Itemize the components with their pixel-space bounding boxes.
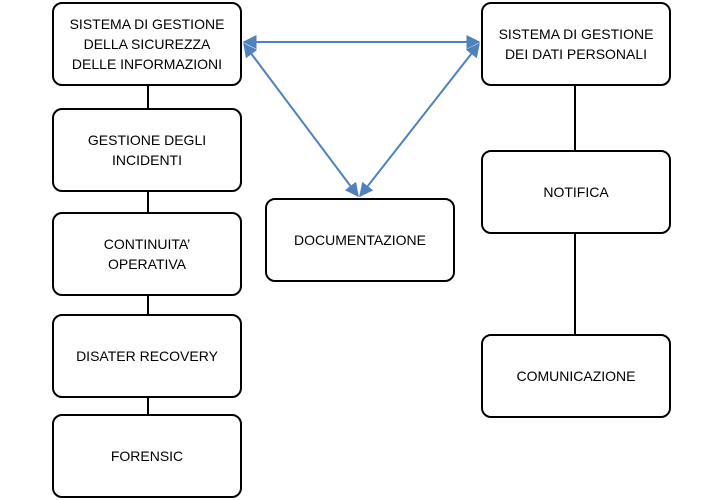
disaster-recovery-label: DISATER RECOVERY — [76, 347, 218, 364]
documentation-label: DOCUMENTAZIONE — [294, 231, 426, 248]
forensic-label: FORENSIC — [110, 447, 184, 464]
arrow-isms-documentation — [243, 42, 359, 198]
forensic-box: FORENSIC — [52, 414, 242, 498]
business-continuity-label: CONTINUITA’ OPERATIVA — [103, 235, 191, 272]
personal-data-management-label: SISTEMA DI GESTIONE DEI DATI PERSONALI — [498, 25, 654, 62]
communication-box: COMUNICAZIONE — [481, 334, 671, 418]
incident-management-box: GESTIONE DEGLI INCIDENTI — [52, 108, 242, 192]
isms-box: SISTEMA DI GESTIONE DELLA SICUREZZA DELL… — [52, 2, 242, 86]
isms-label: SISTEMA DI GESTIONE DELLA SICUREZZA DELL… — [69, 15, 225, 73]
disaster-recovery-box: DISATER RECOVERY — [52, 314, 242, 398]
notification-label: NOTIFICA — [543, 183, 609, 200]
incident-management-label: GESTIONE DEGLI INCIDENTI — [87, 131, 207, 168]
personal-data-management-box: SISTEMA DI GESTIONE DEI DATI PERSONALI — [481, 2, 671, 86]
arrow-pims-documentation — [359, 42, 480, 198]
communication-label: COMUNICAZIONE — [516, 367, 636, 384]
notification-box: NOTIFICA — [481, 150, 671, 234]
documentation-box: DOCUMENTAZIONE — [265, 198, 455, 282]
business-continuity-box: CONTINUITA’ OPERATIVA — [52, 212, 242, 296]
